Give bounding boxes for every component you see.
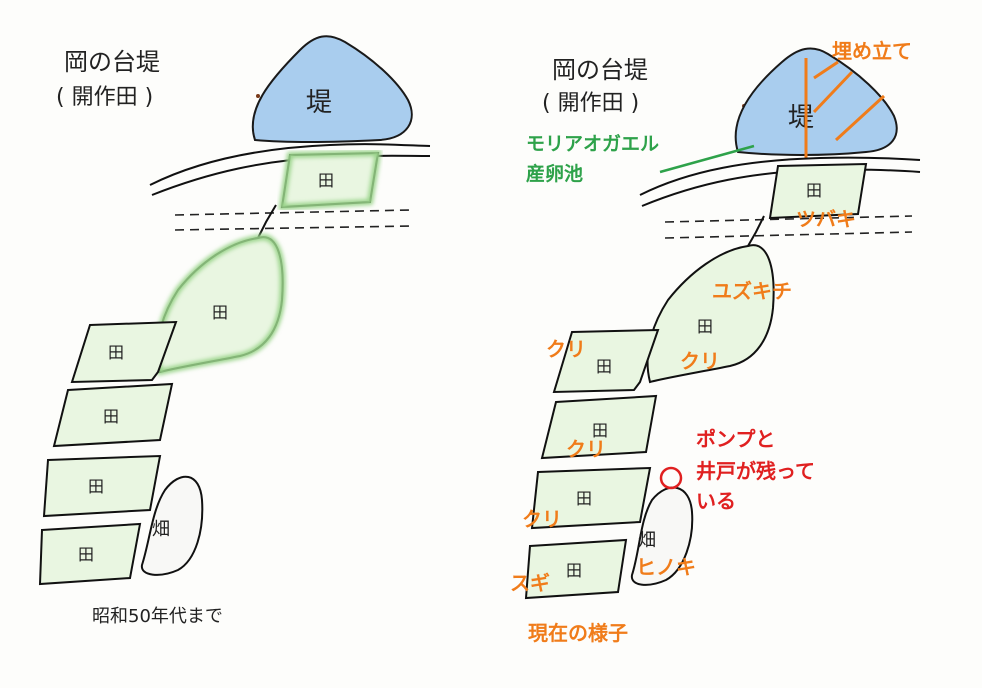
- right-paddy-4: [530, 466, 652, 530]
- right-panel: 岡の台堤 ( 開作田 ) 堤 埋め立て モリアオガエル 産卵池 田 ツバキ 田 …: [510, 39, 921, 645]
- left-dashed-bottom: [174, 225, 411, 231]
- right-pond: [734, 47, 898, 156]
- right-paddy-4-label: 田: [576, 489, 592, 508]
- left-paddy-4: [42, 454, 162, 518]
- right-connector: [747, 215, 765, 247]
- right-field: [630, 486, 694, 586]
- right-paddy-3-label: 田: [592, 421, 608, 440]
- landfill-hatch-3: [834, 94, 886, 142]
- left-paddy-large-label: 田: [212, 303, 228, 322]
- frog-label-line2: 産卵池: [526, 162, 583, 185]
- right-paddy-large: [646, 244, 775, 384]
- pump-label-line2: 井戸が残って: [696, 459, 815, 483]
- left-pond-label: 堤: [306, 88, 332, 118]
- left-title-line1: 岡の台堤: [64, 48, 160, 76]
- right-title-line1: 岡の台堤: [552, 56, 648, 84]
- right-pond-label: 堤: [788, 103, 814, 133]
- hinoki-label: ヒノキ: [636, 555, 696, 579]
- left-dashed-top: [174, 209, 411, 216]
- left-field: [140, 475, 204, 576]
- left-paddy-3-label: 田: [103, 407, 119, 426]
- right-road-line-upper: [639, 156, 921, 196]
- left-road-line-upper: [149, 143, 431, 186]
- left-paddy-3: [52, 382, 174, 448]
- left-connector: [257, 204, 277, 239]
- pump-label-line1: ポンプと: [696, 427, 775, 451]
- right-title-line2: ( 開作田 ): [542, 91, 639, 116]
- right-dashed-bottom: [664, 231, 913, 239]
- left-paddy-large-edge: [154, 234, 286, 376]
- left-paddy-top-label: 田: [318, 171, 334, 190]
- left-paddy-4-label: 田: [88, 477, 104, 496]
- kuri-label-large: クリ: [680, 349, 720, 373]
- tsubaki-label: ツバキ: [796, 207, 856, 231]
- right-paddy-top: [768, 162, 868, 220]
- right-caption: 現在の様子: [528, 621, 628, 645]
- left-paddy-2-label: 田: [108, 343, 124, 362]
- left-field-label: 畑: [152, 519, 170, 540]
- kuri-label-2: クリ: [546, 337, 586, 361]
- left-caption: 昭和50年代まで: [92, 606, 223, 627]
- right-paddy-3: [540, 394, 658, 460]
- yuzukichi-label: ユズキチ: [712, 279, 792, 303]
- right-paddy-2-label: 田: [596, 357, 612, 376]
- right-dashed-top: [664, 215, 913, 223]
- frog-label-line1: モリアオガエル: [526, 133, 659, 155]
- left-title-line2: ( 開作田 ): [56, 85, 153, 110]
- right-paddy-2: [552, 328, 660, 394]
- landfill-hatch-2: [812, 70, 854, 114]
- left-paddy-5: [38, 522, 142, 586]
- left-pond: [251, 35, 413, 143]
- right-paddy-large-label: 田: [697, 317, 713, 336]
- right-paddy-5-label: 田: [566, 561, 582, 580]
- landfill-label: 埋め立て: [832, 39, 912, 63]
- kuri-label-3: クリ: [566, 437, 606, 461]
- well-marker: [659, 466, 683, 490]
- frog-pointer-line: [659, 144, 755, 174]
- pump-label-line3: いる: [696, 489, 736, 513]
- right-paddy-top-label: 田: [806, 181, 822, 200]
- left-paddy-2: [70, 320, 178, 384]
- left-paddy-5-label: 田: [78, 545, 94, 564]
- sugi-label: スギ: [510, 571, 550, 595]
- right-paddy-5: [524, 538, 628, 600]
- landfill-hatch-1: [813, 60, 839, 80]
- kuri-label-4: クリ: [522, 507, 562, 531]
- left-dot: [256, 94, 260, 98]
- left-panel: 岡の台堤 ( 開作田 ) 堤 田 田 田 田 田 田 畑: [38, 35, 431, 627]
- right-field-label: 畑: [638, 530, 656, 551]
- left-paddy-top-edge: [278, 149, 382, 211]
